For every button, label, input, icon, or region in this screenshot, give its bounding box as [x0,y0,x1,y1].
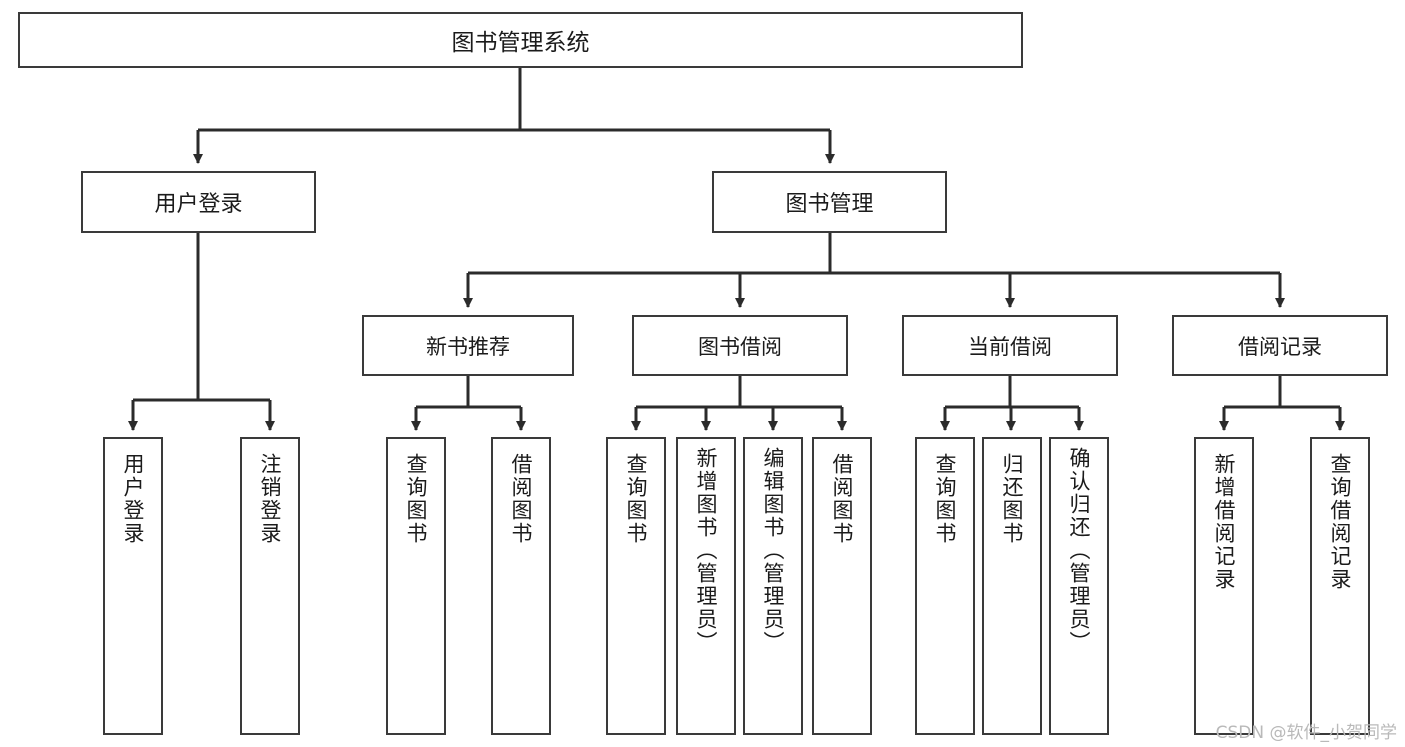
leaf-label: 查询图书 [933,453,958,545]
leaf-label: 查询图书 [624,453,649,545]
leaf-borrow-record-add[interactable]: 新增借阅记录 [1194,437,1254,735]
leaf-label: 借阅图书 [830,453,855,545]
leaf-user-login-logout[interactable]: 注销登录 [240,437,300,735]
leaf-current-borrow-confirm-return[interactable]: 确认归还（管理员） [1049,437,1109,735]
leaf-book-borrow-borrow[interactable]: 借阅图书 [812,437,872,735]
leaf-book-borrow-edit[interactable]: 编辑图书（管理员） [743,437,803,735]
leaf-label: 查询借阅记录 [1328,453,1353,591]
leaf-new-book-query[interactable]: 查询图书 [386,437,446,735]
node-user-login[interactable]: 用户登录 [81,171,316,233]
watermark: CSDN @软件_小贺同学 [1215,723,1397,743]
leaf-label: 新增借阅记录 [1212,453,1237,591]
node-user-login-label: 用户登录 [154,192,243,217]
leaf-label: 编辑图书（管理员） [761,447,786,654]
node-current-borrow[interactable]: 当前借阅 [902,315,1118,376]
node-book-management-label: 图书管理 [785,192,874,217]
leaf-borrow-record-query[interactable]: 查询借阅记录 [1310,437,1370,735]
node-root-label: 图书管理系统 [451,30,590,56]
leaf-new-book-borrow[interactable]: 借阅图书 [491,437,551,735]
leaf-label: 查询图书 [404,453,429,545]
node-root[interactable]: 图书管理系统 [18,12,1023,68]
node-new-book-recommend[interactable]: 新书推荐 [362,315,574,376]
leaf-book-borrow-query[interactable]: 查询图书 [606,437,666,735]
leaf-current-borrow-return[interactable]: 归还图书 [982,437,1042,735]
leaf-label: 确认归还（管理员） [1067,447,1092,654]
node-borrow-record[interactable]: 借阅记录 [1172,315,1388,376]
node-book-management[interactable]: 图书管理 [712,171,947,233]
leaf-label: 借阅图书 [509,453,534,545]
node-borrow-record-label: 借阅记录 [1238,334,1322,359]
leaf-label: 归还图书 [1000,453,1025,545]
leaf-book-borrow-add[interactable]: 新增图书（管理员） [676,437,736,735]
node-current-borrow-label: 当前借阅 [968,334,1052,359]
node-book-borrow-label: 图书借阅 [698,334,782,359]
leaf-label: 注销登录 [258,453,283,545]
leaf-current-borrow-query[interactable]: 查询图书 [915,437,975,735]
leaf-label: 新增图书（管理员） [694,447,719,654]
leaf-user-login-login[interactable]: 用户登录 [103,437,163,735]
node-book-borrow[interactable]: 图书借阅 [632,315,848,376]
node-new-book-recommend-label: 新书推荐 [426,334,510,359]
leaf-label: 用户登录 [121,453,146,545]
